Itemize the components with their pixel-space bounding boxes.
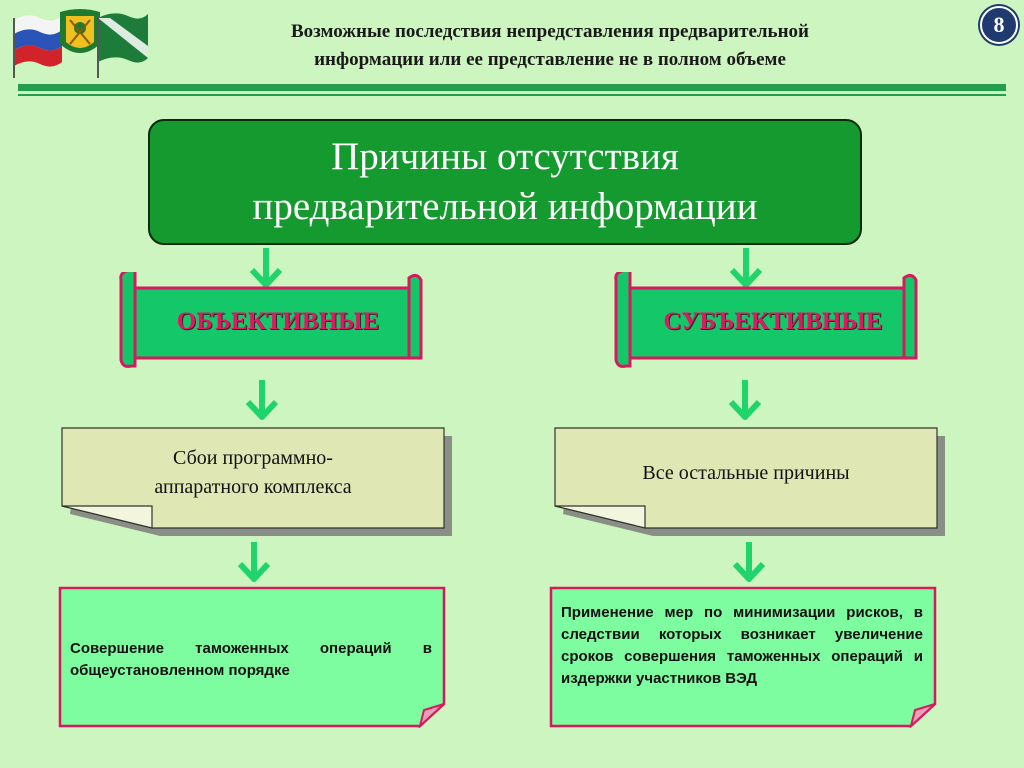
russian-flag-icon [13,15,62,78]
cause-line-2: аппаратного комплекса [154,476,352,498]
category-banner-objective: ОБЪЕКТИВНЫЕ [117,272,427,372]
folded-corner-box-shape [58,586,446,728]
consequence-box-risk: Применение мер по минимизации рисков, в … [549,586,937,728]
category-banner-subjective: СУБЪЕКТИВНЫЕ [612,272,922,372]
down-arrow-icon [728,380,762,420]
down-arrow-icon [732,542,766,582]
down-arrow-icon [245,380,279,420]
cause-text-other: Все остальные причины [642,461,850,484]
main-box-line-1: Причины отсутствия [331,135,679,178]
cause-box-other: Все остальные причины [553,426,945,540]
customs-emblem-icon [60,9,100,53]
consequence-text-risk: Применение мер по минимизации рисков, в … [561,604,923,687]
main-causes-box: Причины отсутствия предварительной инфор… [148,119,862,245]
category-label-subjective: СУБЪЕКТИВНЫЕ [663,308,883,335]
down-arrow-icon [237,542,271,582]
customs-flag-icon [97,13,148,78]
category-label-objective: ОБЪЕКТИВНЫЕ [176,308,380,335]
scroll-banner-shape [614,272,918,368]
folded-note-shape [554,427,945,536]
cause-text-hardware: Сбои программно- аппаратного комплекса [64,432,442,514]
page-title: Возможные последствия непредставления пр… [170,18,930,74]
cause-line-1: Сбои программно- [173,447,333,469]
customs-flags-emblem [13,9,148,78]
cause-box-hardware: Сбои программно- аппаратного комплекса [60,426,452,540]
down-arrow-icon [249,248,283,288]
scroll-banner-shape [119,272,423,368]
header-divider-thin [18,94,1006,96]
folded-note-shape [61,427,452,536]
consequence-box-standard: Совершение таможенных операций в общеуст… [58,586,446,728]
title-line-1: Возможные последствия непредставления пр… [290,21,809,42]
folded-corner-box-shape [549,586,937,728]
down-arrow-icon [729,248,763,288]
consequence-text-standard: Совершение таможенных операций в общеуст… [70,640,432,679]
page-number-badge: 8 [980,6,1018,44]
main-box-line-2: предварительной информации [252,185,758,228]
header-divider [18,84,1006,91]
title-line-2: информации или ее представление не в пол… [314,49,786,70]
